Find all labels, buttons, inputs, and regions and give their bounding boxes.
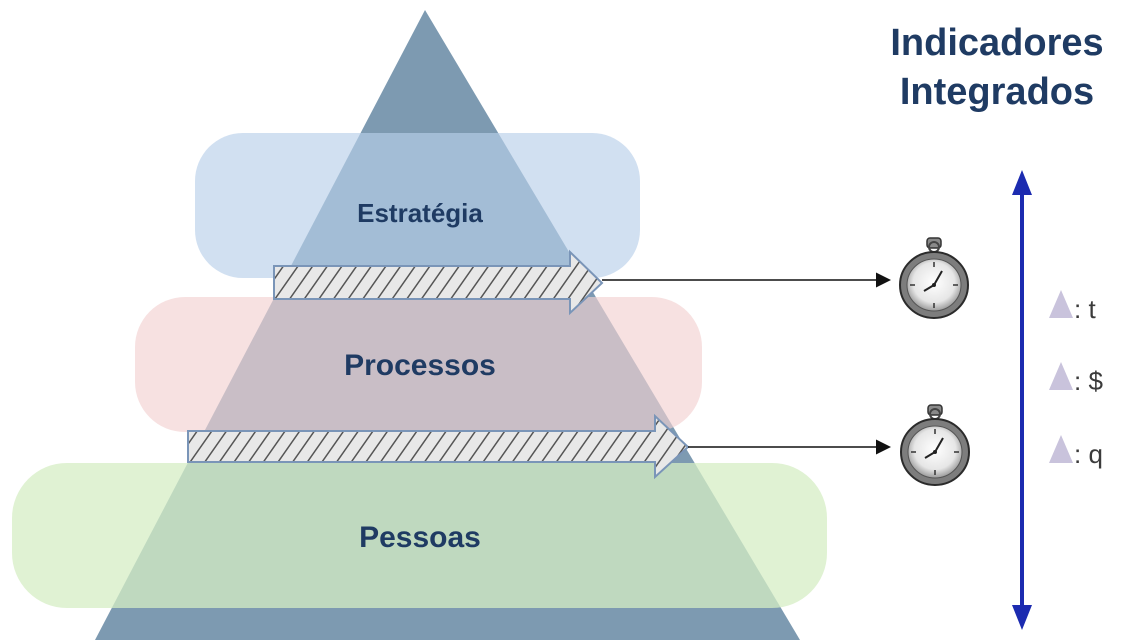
title-line-1: Indicadores	[890, 22, 1103, 64]
triangle-icon	[1049, 362, 1073, 390]
legend-text: : q	[1074, 439, 1103, 469]
legend-item: : $	[1049, 362, 1103, 396]
indicator-axis-double-arrow	[1012, 170, 1032, 630]
layer-label-process: Processos	[344, 349, 496, 382]
hatched-arrow-1	[273, 249, 604, 316]
layer-label-strategy: Estratégia	[357, 198, 483, 228]
legend-item: : t	[1049, 290, 1096, 324]
stopwatch-icon	[900, 404, 970, 486]
title-line-2: Integrados	[900, 71, 1094, 113]
triangle-icon	[1049, 290, 1073, 318]
triangle-icon	[1049, 435, 1073, 463]
layer-band-strategy	[195, 133, 640, 278]
legend-item: : q	[1049, 435, 1103, 469]
layer-label-people: Pessoas	[359, 521, 481, 554]
layer-band-process	[135, 297, 702, 432]
legend-text: : t	[1074, 294, 1096, 324]
stopwatch-icon	[899, 237, 969, 319]
layer-band-people	[12, 463, 827, 608]
legend-text: : $	[1074, 366, 1103, 396]
hatched-arrow-2	[187, 413, 690, 480]
legend: : t : $ : q	[1049, 290, 1103, 469]
